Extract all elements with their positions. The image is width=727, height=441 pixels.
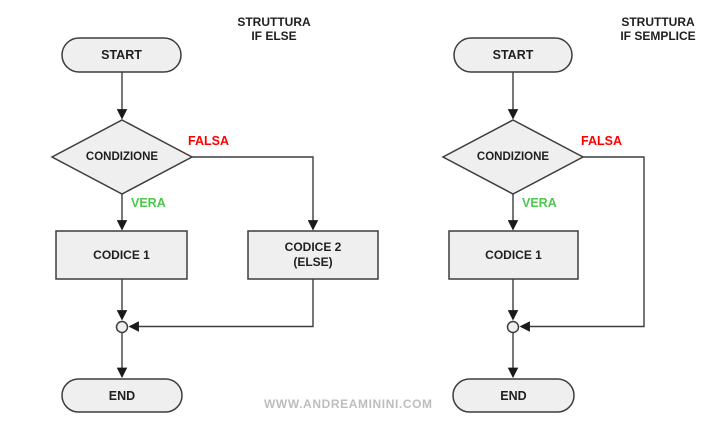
merge-junction-left	[115, 320, 129, 334]
condition-diamond-right	[441, 119, 585, 195]
code2-box-left	[247, 230, 379, 280]
end-node-label-left: END	[108, 388, 136, 403]
arrow-false-branch-left	[192, 156, 319, 231]
code1-label-left: CODICE 1	[93, 247, 150, 262]
code1-box-right	[448, 230, 579, 280]
false-branch-label-right: FALSA	[581, 134, 622, 148]
chart-title-if-semplice: STRUTTURA IF SEMPLICE	[599, 15, 717, 43]
code2-label-line1: CODICE 2	[284, 240, 342, 254]
code1-box-left	[55, 230, 188, 280]
end-node-label-right: END	[500, 388, 527, 403]
code2-label-left: CODICE 2 (ELSE)	[248, 231, 378, 279]
start-node-right	[453, 37, 573, 73]
condition-diamond-left	[50, 119, 194, 195]
condition-label-right: CONDIZIONE	[476, 151, 550, 163]
chart-title-line1: STRUTTURA	[621, 15, 695, 29]
false-branch-label-left: FALSA	[188, 134, 229, 148]
start-node-label-left: START	[101, 48, 142, 62]
arrow-code2-to-merge-left	[128, 279, 314, 332]
end-node-right	[452, 378, 575, 413]
start-node-left	[61, 37, 182, 73]
chart-title-line2: IF SEMPLICE	[620, 28, 696, 43]
end-node-left	[61, 378, 183, 413]
code2-label-line2: (ELSE)	[293, 255, 333, 269]
true-branch-label-right: VERA	[522, 196, 557, 210]
true-branch-label-left: VERA	[131, 196, 166, 210]
chart-title-line1: STRUTTURA	[237, 15, 311, 29]
watermark: WWW.ANDREAMININI.COM	[264, 397, 433, 411]
merge-junction-right	[506, 320, 520, 334]
arrow-false-branch-right	[519, 156, 645, 332]
chart-title-if-else: STRUTTURA IF ELSE	[224, 15, 324, 43]
start-node-label-right: START	[492, 48, 534, 62]
condition-label-left: CONDIZIONE	[85, 151, 159, 163]
code1-label-right: CODICE 1	[485, 247, 542, 262]
chart-title-line2: IF ELSE	[251, 28, 297, 43]
